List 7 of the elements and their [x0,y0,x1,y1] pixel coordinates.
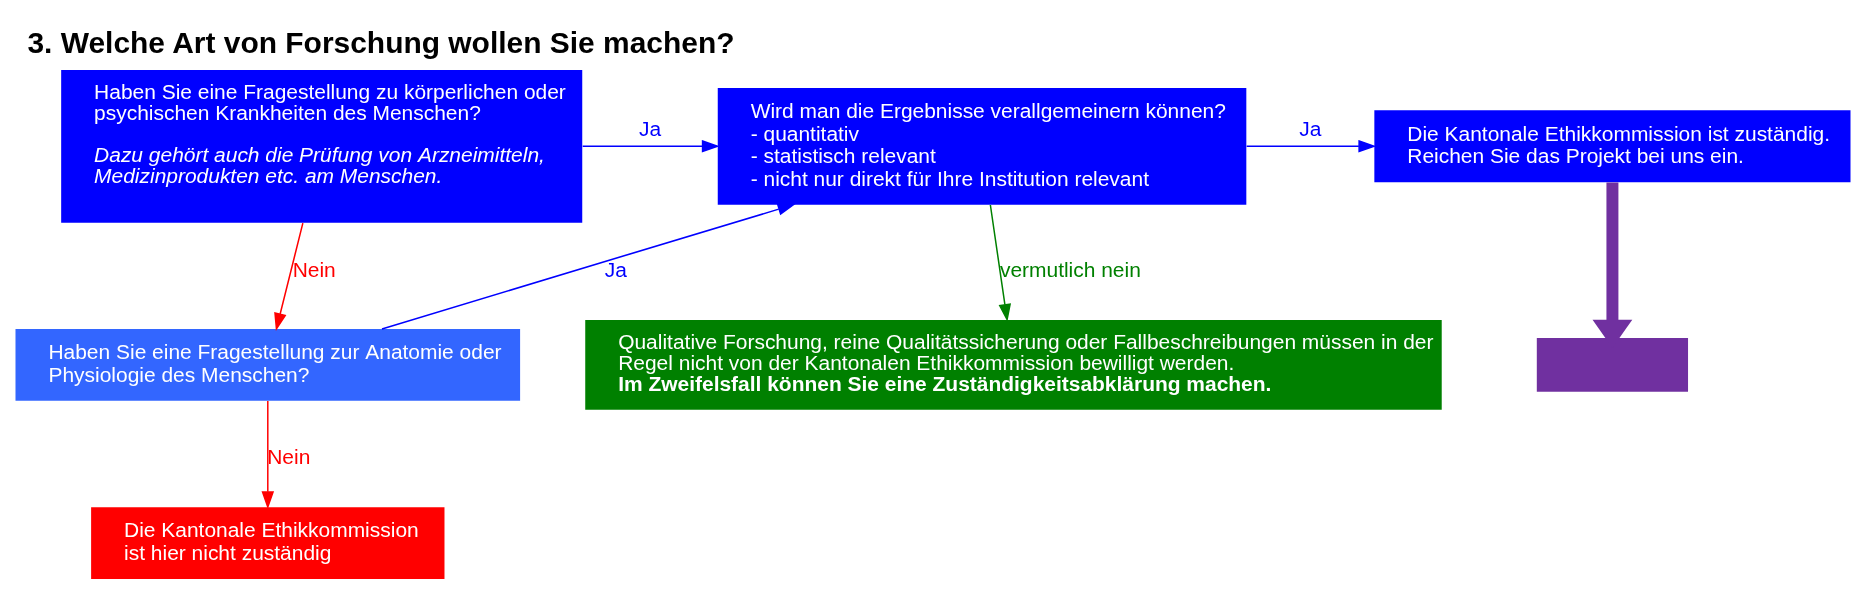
edge-label: Ja [1299,117,1322,141]
edge-label: Nein [267,445,311,469]
edge-label: Nein [292,257,336,281]
edge-label: Ja [638,117,662,141]
diagram-title: 3. Welche Art von Forschung wollen Sie machen? [27,26,735,60]
edge-label: Ja [604,257,628,281]
edge-label: vermutlich nein [999,257,1141,281]
